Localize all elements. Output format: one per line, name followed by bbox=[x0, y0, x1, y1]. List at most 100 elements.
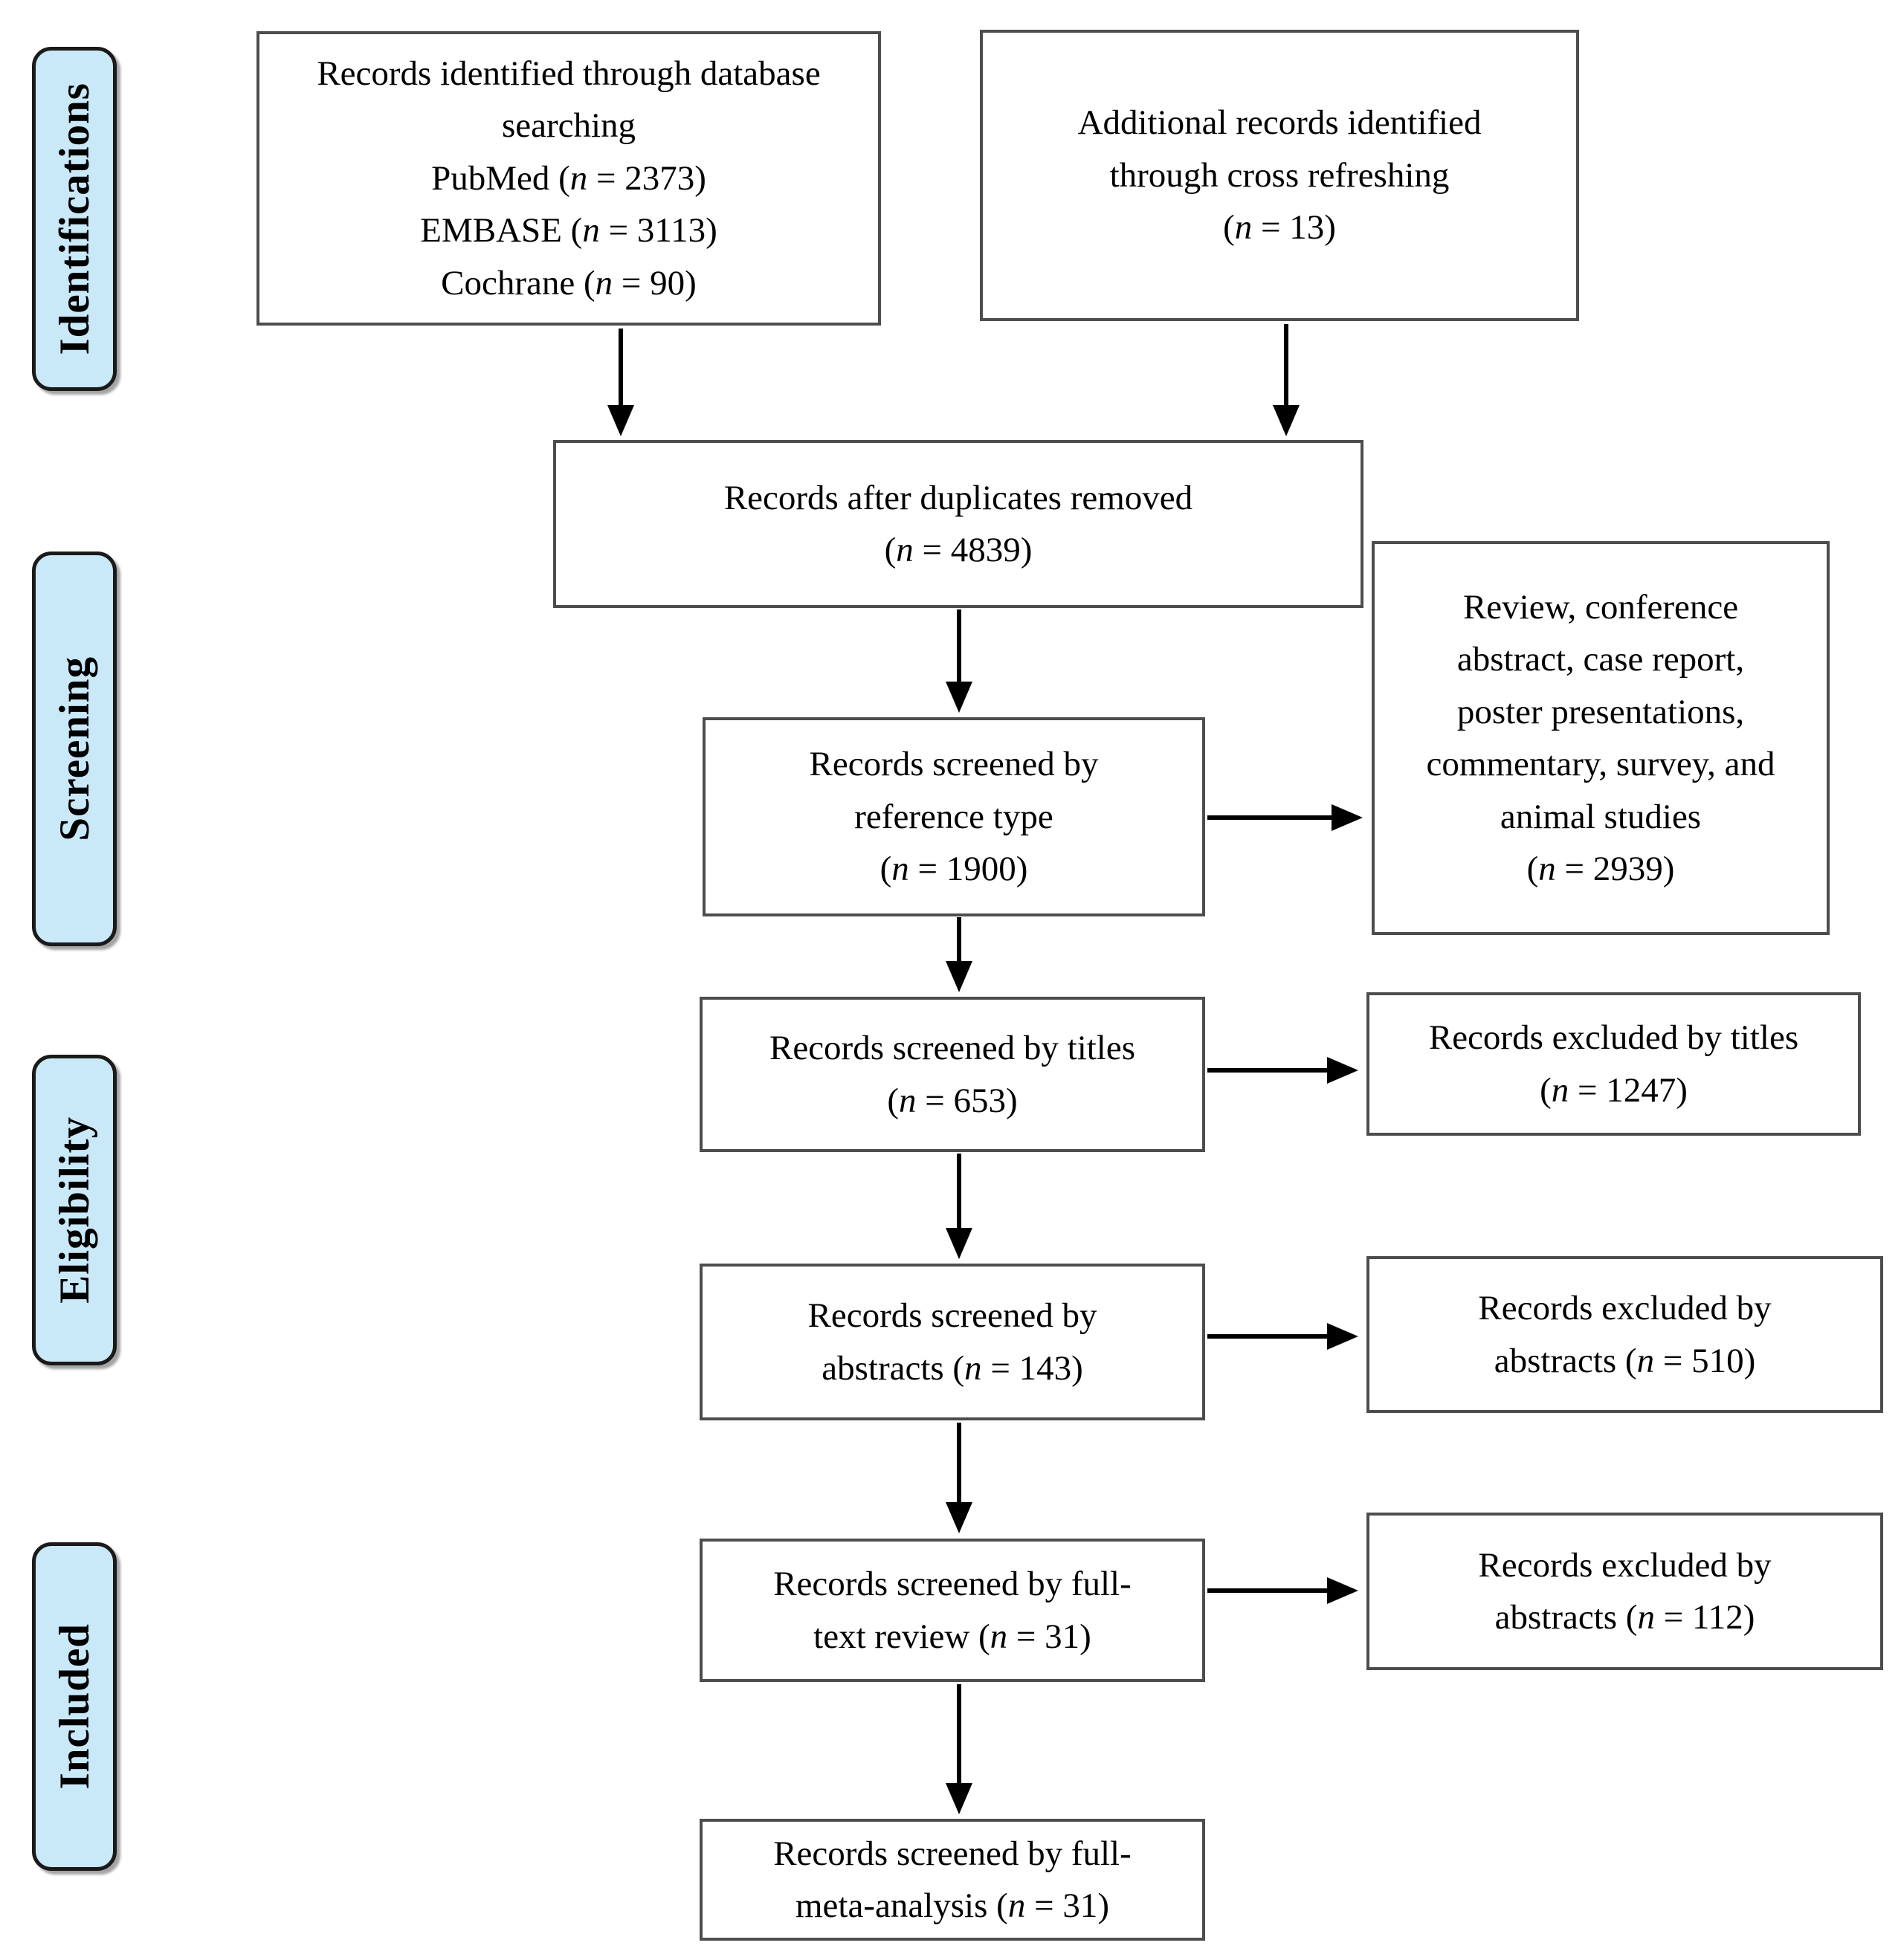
text-segment: = 1900) bbox=[908, 850, 1028, 889]
box-text-line: EMBASE (n = 3113) bbox=[420, 204, 717, 257]
italic-n: n bbox=[1007, 1886, 1026, 1925]
italic-n: n bbox=[1538, 850, 1556, 888]
box-text-line: poster presentations, bbox=[1457, 686, 1744, 739]
box-text-line: through cross refreshing bbox=[1110, 149, 1450, 202]
text-segment: = 112) bbox=[1654, 1598, 1755, 1637]
box-records-after-duplicates-removed: Records after duplicates removed (n = 483… bbox=[553, 440, 1363, 608]
box-text-line: text review (n = 31) bbox=[813, 1611, 1091, 1663]
box-records-screened-fulltext-review: Records screened by full-text review (n … bbox=[700, 1539, 1205, 1682]
text-segment: = 143) bbox=[981, 1348, 1083, 1388]
box-records-screened-abstracts: Records screened by abstracts (n = 143) bbox=[700, 1264, 1205, 1420]
italic-n: n bbox=[891, 850, 909, 889]
stage-label-eligibility: Eligibility bbox=[32, 1055, 117, 1365]
box-text-line: commentary, survey, and bbox=[1427, 738, 1775, 791]
box-text-line: animal studies bbox=[1500, 791, 1701, 844]
box-text-line: Records excluded by bbox=[1478, 1539, 1771, 1592]
italic-n: n bbox=[595, 263, 613, 303]
stage-label-text: Screening bbox=[51, 656, 98, 841]
stage-label-text: Identifications bbox=[51, 83, 98, 355]
text-segment: = 4839) bbox=[913, 531, 1033, 569]
text-segment: = 653) bbox=[916, 1081, 1018, 1120]
italic-n: n bbox=[896, 531, 914, 569]
box-text-line: (n = 13) bbox=[1223, 201, 1336, 254]
text-segment: Records excluded by bbox=[1478, 1545, 1772, 1585]
text-segment: abstracts ( bbox=[1494, 1598, 1638, 1637]
box-records-excluded-abstracts: Records excluded by abstracts (n = 510) bbox=[1366, 1256, 1883, 1413]
text-segment: Records screened by full- bbox=[773, 1834, 1132, 1873]
text-segment: = 31) bbox=[1007, 1617, 1091, 1656]
box-text-line: (n = 2939) bbox=[1527, 843, 1675, 896]
box-text-line: Records screened by full- bbox=[773, 1558, 1132, 1611]
italic-n: n bbox=[1551, 1070, 1569, 1110]
box-text-line: (n = 653) bbox=[887, 1075, 1017, 1128]
text-segment: Records screened by full- bbox=[773, 1565, 1132, 1603]
text-segment: text review ( bbox=[813, 1617, 990, 1656]
box-text-line: abstracts (n = 143) bbox=[822, 1342, 1083, 1395]
text-segment: ( bbox=[884, 531, 897, 569]
text-segment: through cross refreshing bbox=[1109, 155, 1450, 195]
box-text-line: abstracts (n = 510) bbox=[1494, 1335, 1756, 1388]
stage-label-text: Eligibility bbox=[51, 1116, 98, 1304]
box-text-line: (n = 1247) bbox=[1540, 1064, 1688, 1117]
italic-n: n bbox=[1637, 1598, 1655, 1637]
text-segment: searching bbox=[501, 106, 636, 146]
box-text-line: meta-analysis (n = 31) bbox=[795, 1880, 1109, 1932]
italic-n: n bbox=[569, 158, 588, 198]
italic-n: n bbox=[1636, 1341, 1655, 1380]
text-segment: meta-analysis ( bbox=[795, 1886, 1008, 1925]
text-segment: abstract, case report, bbox=[1456, 640, 1745, 679]
text-segment: = 90) bbox=[613, 263, 697, 303]
text-segment: Cochrane ( bbox=[441, 263, 596, 303]
italic-n: n bbox=[582, 211, 600, 250]
text-segment: ( bbox=[1223, 208, 1235, 248]
text-segment: commentary, survey, and bbox=[1426, 745, 1775, 783]
text-segment: Records screened by bbox=[807, 1296, 1097, 1335]
box-excluded-review-conference-animal: Review, conference abstract, case report,… bbox=[1372, 541, 1830, 935]
box-text-line: (n = 4839) bbox=[885, 524, 1033, 577]
text-segment: = 1247) bbox=[1569, 1070, 1688, 1110]
text-segment: Records screened by bbox=[809, 745, 1099, 784]
text-segment: Records excluded by bbox=[1478, 1289, 1772, 1327]
box-text-line: abstracts (n = 112) bbox=[1495, 1591, 1755, 1644]
text-segment: ( bbox=[1540, 1070, 1552, 1110]
text-segment: Review, conference bbox=[1462, 587, 1739, 627]
box-text-line: Records excluded by titles bbox=[1429, 1012, 1798, 1064]
box-records-screened-reference-type: Records screened by reference type (n = 19… bbox=[703, 717, 1205, 916]
text-segment: abstracts ( bbox=[822, 1348, 965, 1388]
stage-label-screening: Screening bbox=[32, 552, 117, 946]
italic-n: n bbox=[898, 1081, 917, 1120]
italic-n: n bbox=[990, 1617, 1008, 1656]
text-segment: ( bbox=[1526, 850, 1539, 888]
box-text-line: Records screened by bbox=[810, 738, 1099, 791]
italic-n: n bbox=[1234, 208, 1253, 248]
box-text-line: Review, conference bbox=[1463, 581, 1738, 634]
box-text-line: abstract, case report, bbox=[1457, 633, 1744, 686]
box-records-screened-titles: Records screened by titles (n = 653) bbox=[700, 997, 1205, 1152]
box-text-line: (n = 1900) bbox=[880, 843, 1028, 896]
box-records-screened-full-meta-analysis: Records screened by full-meta-analysis (… bbox=[700, 1819, 1205, 1941]
text-segment: Records after duplicates removed bbox=[723, 478, 1193, 517]
stage-label-included: Included bbox=[32, 1542, 117, 1871]
text-segment: EMBASE ( bbox=[420, 211, 583, 250]
text-segment: = 2939) bbox=[1555, 850, 1675, 888]
text-segment: Records screened by titles bbox=[769, 1029, 1136, 1067]
box-text-line: Records excluded by bbox=[1478, 1282, 1771, 1335]
text-segment: ( bbox=[880, 850, 892, 889]
box-text-line: Records screened by titles bbox=[769, 1022, 1135, 1075]
text-segment: Records identified through database bbox=[317, 54, 821, 93]
box-text-line: searching bbox=[502, 100, 636, 152]
italic-n: n bbox=[964, 1348, 982, 1388]
text-segment: = 2373) bbox=[587, 158, 706, 198]
box-text-line: Records after duplicates removed bbox=[724, 472, 1192, 525]
text-segment: PubMed ( bbox=[431, 158, 570, 198]
text-segment: ( bbox=[887, 1081, 899, 1120]
box-text-line: reference type bbox=[854, 791, 1053, 844]
text-segment: abstracts ( bbox=[1494, 1341, 1637, 1380]
box-text-line: Records screened by bbox=[808, 1290, 1097, 1342]
text-segment: = 3113) bbox=[599, 211, 717, 250]
stage-label-text: Included bbox=[51, 1623, 98, 1790]
text-segment: animal studies bbox=[1500, 797, 1702, 836]
text-segment: = 13) bbox=[1252, 208, 1336, 248]
text-segment: reference type bbox=[854, 797, 1053, 836]
